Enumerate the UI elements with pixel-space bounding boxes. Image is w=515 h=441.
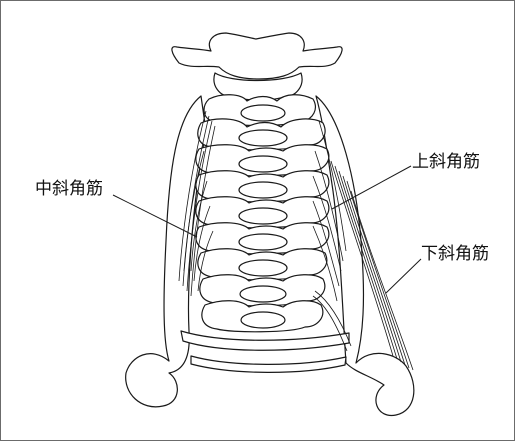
anterior-scalene-label: 上斜角筋: [412, 152, 480, 172]
posterior-scalene-label: 下斜角筋: [421, 244, 489, 264]
middle-scalene-label: 中斜角筋: [35, 179, 103, 199]
atlas-vertebra: [172, 33, 342, 79]
leader-posterior-scalene: [386, 259, 421, 293]
